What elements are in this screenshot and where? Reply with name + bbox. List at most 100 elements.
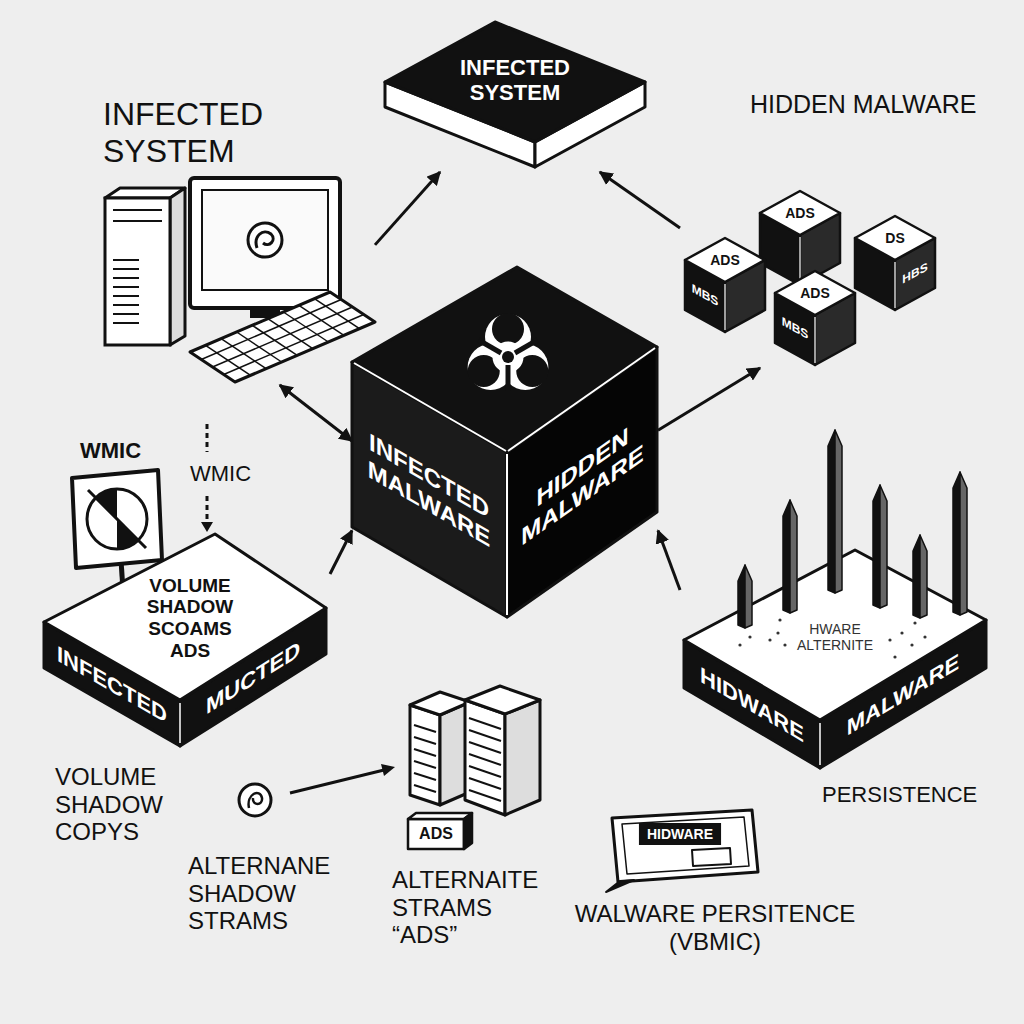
label-slot: ALTERNAITE STRAMS “ADS”	[392, 866, 552, 949]
box-front	[408, 819, 464, 849]
server-slat	[414, 761, 436, 768]
label-slot: WMIC	[190, 461, 285, 486]
scatter-dot	[768, 638, 771, 641]
server-slat	[469, 778, 501, 789]
screen-panel	[692, 848, 731, 866]
connector-arrow	[600, 172, 680, 228]
scatter-dot	[776, 631, 779, 634]
connector-arrow	[375, 172, 440, 245]
scatter-dot	[783, 643, 786, 646]
tablet-pointer	[606, 880, 634, 892]
screen-icon	[248, 223, 282, 257]
label-slot: WMIC	[80, 438, 175, 463]
tower-front	[105, 198, 170, 345]
server-slat	[414, 749, 436, 756]
text-slot: DS	[870, 230, 920, 246]
system-slab: INFECTED SYSTEM	[385, 22, 647, 172]
slab-edge	[819, 723, 821, 765]
biohazard-lobe	[468, 344, 514, 390]
drive-slot	[113, 209, 162, 211]
server-top	[410, 692, 470, 715]
keyboard	[190, 292, 375, 382]
pillar-side	[920, 535, 927, 618]
label-slot: WALWARE PERSITENCE (VBMIC)	[555, 900, 875, 955]
monitor-frame	[190, 178, 340, 308]
server-slat	[414, 725, 436, 732]
icon-glyph	[249, 793, 262, 808]
arrow-head	[381, 764, 395, 776]
pointer-head	[201, 522, 213, 532]
server-slat	[469, 730, 501, 741]
cube-top-face	[855, 216, 935, 260]
tool-label: WMIC	[190, 461, 285, 486]
text-slot: ADS	[775, 205, 825, 221]
server-slat	[469, 718, 501, 729]
shadow-slab-shape	[40, 530, 330, 750]
node-text: ADS	[418, 825, 454, 843]
pillar-side	[745, 565, 752, 628]
keyboard-column	[314, 299, 359, 329]
pillar-side	[960, 472, 967, 615]
fan-axis	[88, 490, 146, 548]
connector-arrow	[658, 531, 680, 591]
label-slot: VOLUME SHADOW COPYS	[55, 763, 190, 846]
biohazard-symbol	[468, 313, 549, 391]
node-text: ADS	[790, 285, 840, 301]
keyboard-row	[201, 300, 341, 360]
scatter-dot	[923, 635, 926, 638]
connector-arrow	[658, 368, 760, 430]
tower-grille	[113, 313, 139, 315]
text-slot: ADS	[418, 825, 454, 843]
label-slot: PERSISTENCE	[822, 782, 1012, 807]
node-text: HWARE ALTERNITE	[790, 621, 880, 653]
caption-label: PERSISTENCE	[822, 782, 1012, 807]
arrow-shaft	[290, 770, 384, 793]
server-slat	[469, 766, 501, 777]
biohazard-gap	[479, 340, 502, 353]
cube-edge	[799, 237, 800, 283]
text-slot: ADS	[790, 285, 840, 301]
server-slat	[414, 773, 436, 780]
pillar-front	[913, 535, 920, 618]
caption-label: ALTERNAITE STRAMS “ADS”	[392, 866, 552, 949]
ads-box: ADS	[408, 813, 472, 849]
cube-edge	[724, 284, 725, 330]
drive-slot	[113, 220, 162, 222]
server-slat	[469, 742, 501, 753]
persistence-slab: HWARE ALTERNITEHIDWAREMALWARE	[680, 545, 990, 770]
pillar-front	[783, 500, 790, 613]
server-side	[505, 700, 540, 815]
biohazard-lobe	[502, 344, 548, 390]
node-text: INFECTED SYSTEM	[440, 55, 590, 106]
fan-ring	[87, 489, 147, 549]
node-text: VOLUME SHADOW SCOAMS ADS	[135, 575, 245, 662]
pillar-front	[873, 485, 880, 608]
computer-node: INFECTED SYSTEM	[95, 90, 375, 385]
scatter-dot	[778, 618, 781, 621]
keyboard-row	[213, 307, 353, 367]
node-text: DS	[870, 230, 920, 246]
monitor-screen	[202, 190, 328, 290]
tablet-body	[612, 810, 758, 882]
cube-top-face	[685, 238, 765, 282]
node-text: ADS	[775, 205, 825, 221]
keyboard-row	[224, 315, 364, 375]
server-slat	[414, 785, 436, 792]
pillar-side	[880, 485, 887, 608]
tower-grille	[113, 286, 139, 288]
tablet-node: HIDWARE	[600, 810, 760, 890]
scatter-dot	[738, 643, 741, 646]
caption-label: WALWARE PERSITENCE (VBMIC)	[555, 900, 875, 955]
dotted-line	[206, 424, 209, 452]
text-slot: HIDDEN MALWARE	[750, 90, 995, 119]
pillar-side	[790, 500, 797, 613]
keyboard-column	[299, 305, 344, 335]
slab-top-face	[385, 22, 645, 142]
box-side	[464, 813, 472, 849]
server-slat	[469, 790, 501, 801]
cube-top-face	[352, 267, 657, 452]
icon-ring	[239, 784, 271, 816]
cube-cluster-shape	[680, 88, 1000, 368]
biohazard-cut	[492, 313, 524, 345]
